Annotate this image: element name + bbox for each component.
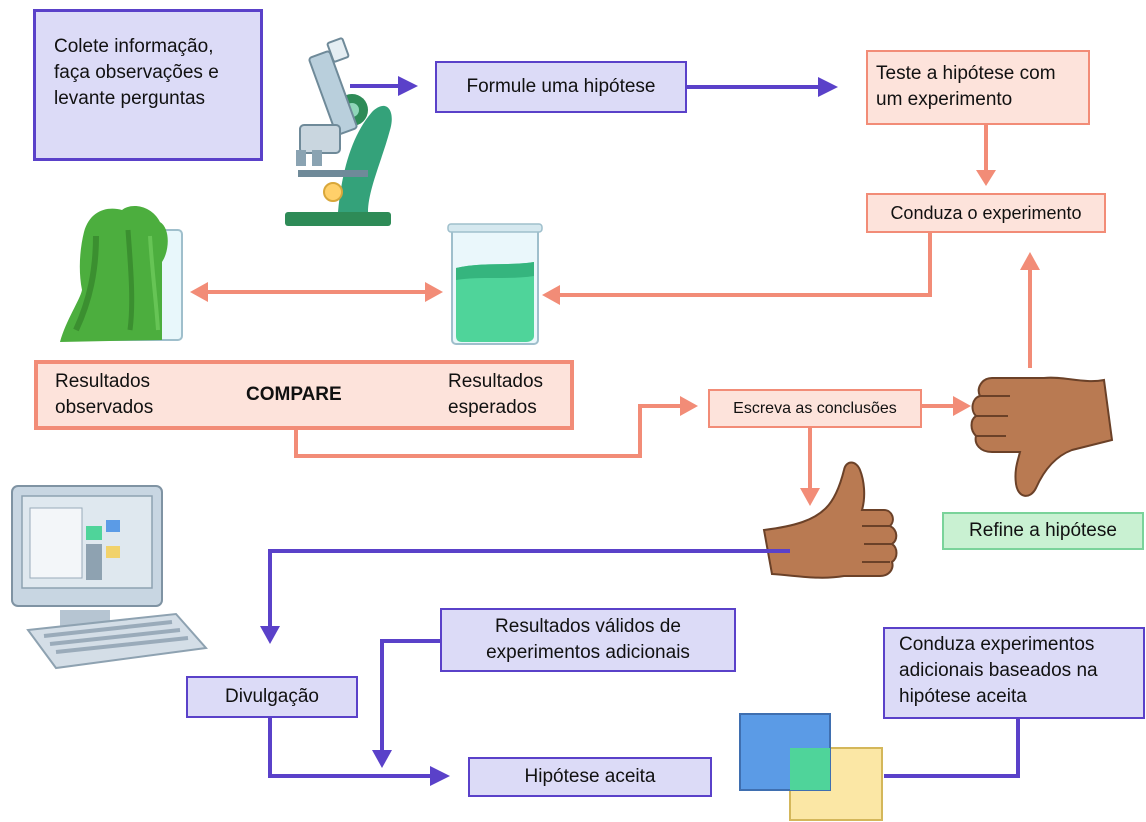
thumbs-down-icon bbox=[970, 376, 1114, 497]
additional-experiments-text: Conduza experimentos adicionais baseados… bbox=[899, 634, 1098, 707]
additional-experiments-box: Conduza experimentos adicionais baseados… bbox=[883, 627, 1145, 719]
overflowing-beaker-icon bbox=[60, 206, 183, 342]
write-conclusions-text: Escreva as conclusões bbox=[733, 399, 897, 417]
collect-info-text: Colete informação, faça observações e le… bbox=[54, 36, 219, 109]
orange-connectors bbox=[208, 125, 1032, 490]
collect-info-box: Colete informação, faça observações e le… bbox=[33, 9, 263, 161]
refine-hypothesis-box: Refine a hipótese bbox=[942, 512, 1144, 550]
observed-results-label: Resultados observados bbox=[55, 371, 154, 418]
test-hypothesis-text: Teste a hipótese com um experimento bbox=[876, 63, 1056, 110]
compare-label: COMPARE bbox=[246, 384, 342, 405]
accepted-hypothesis-box: Hipótese aceita bbox=[468, 757, 712, 797]
formulate-hypothesis-text: Formule uma hipótese bbox=[466, 76, 656, 97]
valid-results-text: Resultados válidos de experimentos adici… bbox=[486, 616, 690, 663]
orange-arrowheads bbox=[190, 170, 1040, 506]
test-hypothesis-box: Teste a hipótese com um experimento bbox=[866, 50, 1090, 125]
overlapping-squares-icon bbox=[739, 713, 883, 821]
disclosure-box: Divulgação bbox=[186, 676, 358, 718]
write-conclusions-box: Escreva as conclusões bbox=[708, 389, 922, 428]
accepted-hypothesis-text: Hipótese aceita bbox=[524, 766, 656, 787]
conduct-experiment-box: Conduza o experimento bbox=[866, 193, 1106, 233]
valid-results-box: Resultados válidos de experimentos adici… bbox=[440, 608, 736, 672]
formulate-hypothesis-box: Formule uma hipótese bbox=[435, 61, 687, 113]
conduct-experiment-text: Conduza o experimento bbox=[890, 203, 1082, 223]
beaker-icon bbox=[447, 223, 543, 345]
computer-icon bbox=[11, 485, 208, 670]
disclosure-text: Divulgação bbox=[225, 686, 319, 707]
microscope-icon bbox=[285, 37, 392, 226]
expected-results-label: Resultados esperados bbox=[448, 371, 544, 418]
blue-connectors bbox=[268, 84, 1020, 778]
thumbs-up-icon bbox=[762, 461, 898, 579]
compare-box bbox=[34, 360, 574, 430]
refine-hypothesis-text: Refine a hipótese bbox=[969, 520, 1117, 541]
